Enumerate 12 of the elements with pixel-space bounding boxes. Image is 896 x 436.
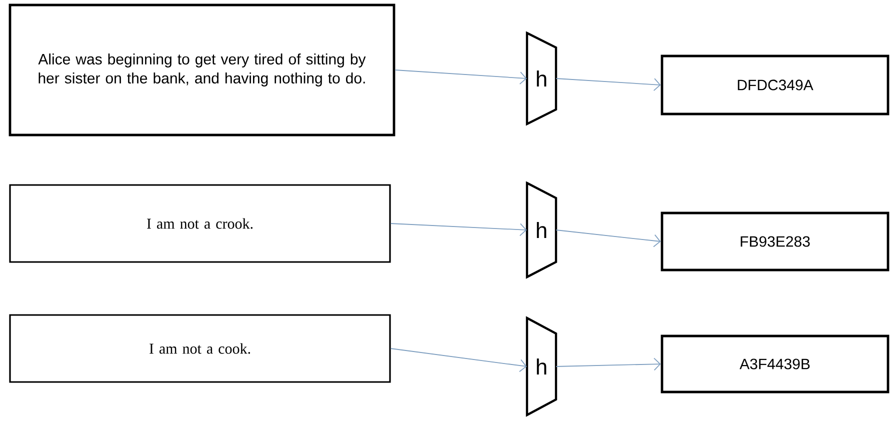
arrow <box>390 348 527 372</box>
text-box: A3F4439B <box>660 334 890 394</box>
text-box: DFDC349A <box>660 54 890 116</box>
arrow <box>556 230 661 248</box>
text-box: I am not a crook. <box>9 184 391 263</box>
text-box: Alice was beginning to get very tired of sitting by her sister on the bank, and having nothing to do. <box>8 4 396 136</box>
text-box: FB93E283 <box>660 212 890 272</box>
arrow <box>556 358 661 371</box>
arrow <box>394 70 527 84</box>
arrow <box>390 223 527 236</box>
text-box: I am not a cook. <box>9 314 391 383</box>
arrow <box>556 78 661 92</box>
